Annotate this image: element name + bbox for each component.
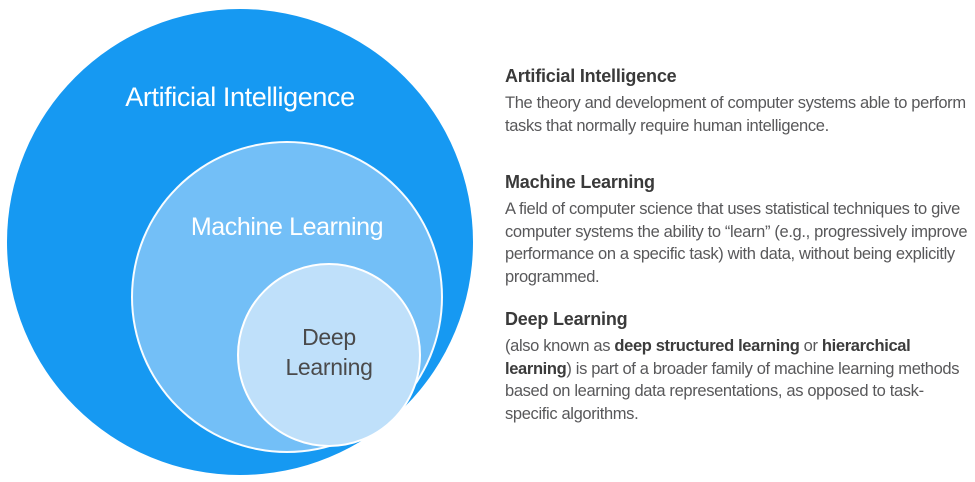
definitions-panel: Artificial Intelligence The theory and d…: [505, 0, 971, 482]
definition-artificial-intelligence: Artificial Intelligence The theory and d…: [505, 64, 971, 137]
machine-learning-circle-label: Machine Learning: [190, 213, 384, 241]
definition-machine-learning: Machine Learning A field of computer sci…: [505, 170, 971, 288]
deep-learning-definition-segment: (also known as: [505, 337, 615, 355]
definition-deep-learning: Deep Learning (also known as deep struct…: [505, 307, 971, 425]
deep-learning-label-line1: Deep: [302, 324, 356, 350]
deep-learning-circle-label: Deep Learning: [237, 322, 421, 382]
deep-learning-term: Deep Learning: [505, 309, 628, 329]
deep-learning-circle: [237, 263, 421, 447]
deep-learning-definition-bold-phrase: deep structured learning: [614, 337, 800, 355]
machine-learning-term: Machine Learning: [505, 172, 655, 192]
artificial-intelligence-term: Artificial Intelligence: [505, 66, 677, 86]
deep-learning-definition: (also known as deep structured learning …: [505, 335, 971, 425]
deep-learning-label-line2: Learning: [285, 354, 373, 380]
artificial-intelligence-definition: The theory and development of computer s…: [505, 94, 966, 135]
deep-learning-definition-segment: ) is part of a broader family of machine…: [505, 359, 960, 423]
artificial-intelligence-circle-label: Artificial Intelligence: [125, 82, 355, 112]
deep-learning-definition-segment: or: [799, 337, 822, 355]
deep-learning-definition-bold-phrase: hierarchical learning: [505, 337, 911, 378]
venn-diagram: Artificial Intelligence Machine Learning…: [7, 9, 473, 475]
machine-learning-definition: A field of computer science that uses st…: [505, 200, 968, 286]
